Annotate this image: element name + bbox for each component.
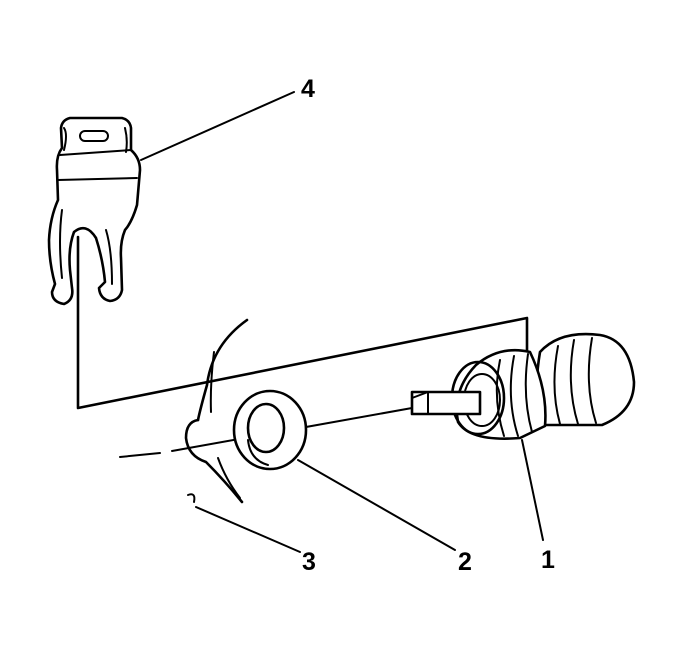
valve-assembly [410,332,636,440]
valve-square-shaft [410,390,482,416]
seal-shading [247,439,269,466]
callout-4: 4 [301,75,315,103]
housing-contour-2 [217,457,241,499]
leader-line-3 [195,506,301,553]
clip-fold-line-lower [57,177,138,181]
seal-outer [232,389,308,471]
valve-rear-body [535,332,636,427]
leader-line-2 [297,459,456,551]
callout-2: 2 [458,548,472,576]
clip-fold-line-upper [59,149,132,156]
callout-3: 3 [302,548,316,576]
seal-ring [232,389,308,471]
leader-line-1 [521,439,544,541]
clip-prong-inner-left [59,209,63,279]
leader-line-4 [140,91,295,161]
housing-bore [184,318,249,504]
valve-rear-rib-1 [569,339,579,425]
clip-edge-right [124,127,128,153]
housing-contour-1 [209,351,215,413]
housing-edge-lower [184,418,244,504]
centerline-dash [119,452,161,458]
valve-front-rib-3 [524,353,533,433]
clip-edge-left [63,127,67,151]
valve-rear-rib-3 [553,345,561,425]
clip-installation-path [76,235,529,410]
clip-prong-inner-right [105,229,113,285]
housing-hook-mark [187,493,196,503]
valve-front-rib-1 [495,359,505,437]
housing-edge-upper [196,318,249,422]
valve-shaft-chamfer-top [411,391,429,399]
clip-body [47,116,142,306]
callout-1: 1 [541,546,555,574]
seal-inner [246,402,286,454]
retaining-clip [47,116,142,306]
clip-slot [79,130,109,142]
valve-rear-rib-2 [587,337,597,424]
valve-front-rib-2 [509,355,519,437]
